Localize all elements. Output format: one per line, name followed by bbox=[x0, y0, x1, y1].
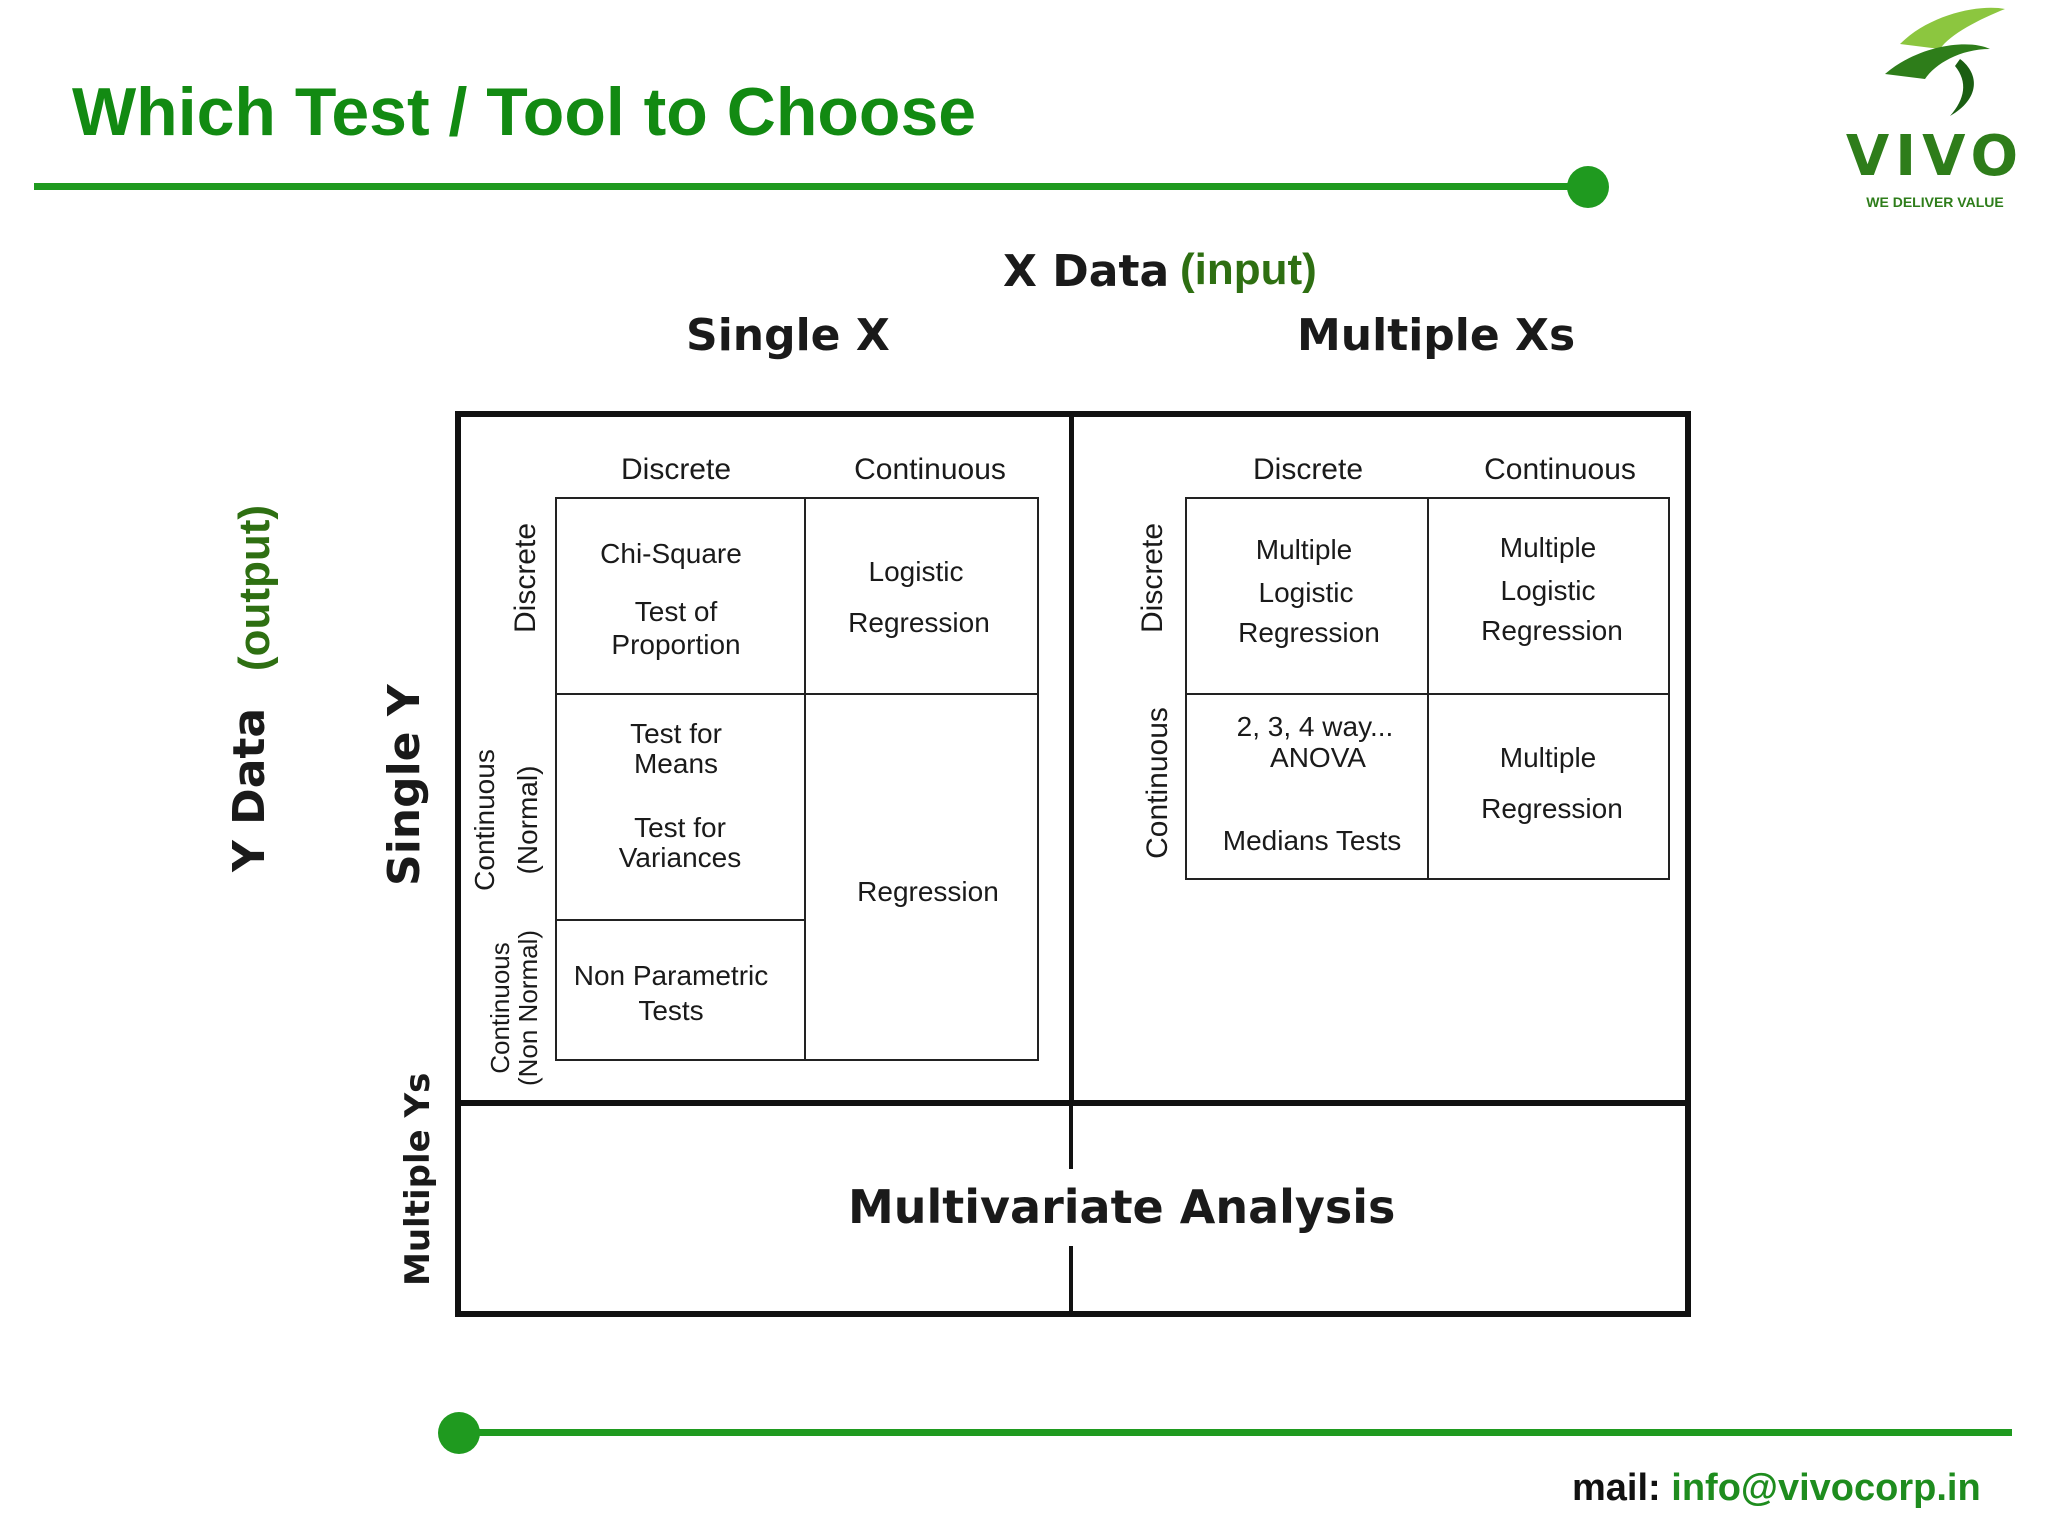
cell-tests: Tests bbox=[638, 995, 704, 1026]
cell-means: Means bbox=[633, 748, 719, 779]
cell-proportion: Proportion bbox=[611, 629, 741, 660]
multiple-x-row-line bbox=[1185, 693, 1670, 695]
multivariate-analysis-label: Multivariate Analysis bbox=[844, 1180, 1400, 1234]
footer-mail: mail: info@vivocorp.in bbox=[1572, 1467, 1981, 1510]
title-underline bbox=[34, 183, 1588, 190]
logo-tagline: WE DELIVER VALUE bbox=[1866, 194, 2004, 210]
x-data-sublabel: (input) bbox=[1180, 245, 1317, 294]
multiple-x-col-line bbox=[1427, 497, 1429, 880]
page-title: Which Test / Tool to Choose bbox=[72, 74, 977, 150]
cell-test-for-variances-1: Test for bbox=[634, 812, 726, 843]
single-x-row-line-2 bbox=[555, 919, 805, 921]
y-data-label: Y Data bbox=[224, 707, 275, 872]
cell-chi-square: Chi-Square bbox=[600, 538, 742, 569]
x-data-label: X Data bbox=[1003, 246, 1170, 297]
single-x-row-line-1 bbox=[555, 693, 1039, 695]
cell-mlr2-multiple: Multiple bbox=[1499, 532, 1597, 563]
cell-non-parametric: Non Parametric bbox=[573, 960, 769, 991]
single-x-inner-grid bbox=[555, 497, 1039, 1061]
multiple-ys-heading: Multiple Ys bbox=[398, 1072, 438, 1286]
single-x-col-continuous: Continuous bbox=[854, 453, 1006, 486]
single-x-row-cont-normal-2: (Normal) bbox=[512, 765, 543, 875]
cell-medians-tests: Medians Tests bbox=[1222, 825, 1402, 856]
multivariate-divider-bottom bbox=[1069, 1246, 1073, 1312]
cell-mlr1-multiple: Multiple bbox=[1255, 534, 1353, 565]
single-x-col-discrete: Discrete bbox=[620, 453, 732, 486]
cell-test-for-means-1: Test for bbox=[630, 718, 722, 749]
cell-mlr1-logistic: Logistic bbox=[1258, 577, 1354, 608]
cell-anova-ways: 2, 3, 4 way... bbox=[1236, 711, 1394, 742]
multiple-x-row-discrete: Discrete bbox=[1136, 522, 1169, 634]
single-y-heading: Single Y bbox=[379, 684, 430, 886]
multiple-x-col-continuous: Continuous bbox=[1484, 453, 1636, 486]
matrix-horizontal-divider bbox=[455, 1100, 1691, 1106]
logo-brand: VIVO bbox=[1845, 124, 2025, 189]
title-underline-dot bbox=[1567, 166, 1609, 208]
footer-mail-label: mail: bbox=[1572, 1467, 1661, 1509]
multiple-xs-heading: Multiple Xs bbox=[1297, 310, 1576, 361]
cell-test-of: Test of bbox=[634, 596, 718, 627]
single-x-row-discrete: Discrete bbox=[509, 522, 542, 634]
y-data-sublabel: (output) bbox=[230, 504, 279, 672]
multiple-x-col-discrete: Discrete bbox=[1252, 453, 1364, 486]
cell-mr-multiple: Multiple bbox=[1499, 742, 1597, 773]
multivariate-divider-top bbox=[1069, 1104, 1073, 1169]
single-x-heading: Single X bbox=[686, 310, 890, 361]
multiple-x-row-continuous: Continuous bbox=[1141, 707, 1174, 859]
logo-swirl-icon bbox=[1885, 7, 2005, 116]
single-x-col-line bbox=[804, 497, 806, 1061]
cell-mlr2-logistic: Logistic bbox=[1500, 575, 1596, 606]
footer-email-link[interactable]: info@vivocorp.in bbox=[1671, 1467, 1981, 1509]
single-x-row-cont-nonnormal-2: (Non Normal) bbox=[513, 929, 543, 1087]
footer-line bbox=[458, 1429, 2012, 1436]
cell-regression-2: Regression bbox=[857, 876, 999, 907]
cell-logistic: Logistic bbox=[868, 556, 964, 587]
cell-mr-regression: Regression bbox=[1481, 793, 1623, 824]
cell-mlr2-regression: Regression bbox=[1481, 615, 1623, 646]
matrix-vertical-divider bbox=[1069, 411, 1074, 1104]
cell-anova: ANOVA bbox=[1270, 742, 1366, 773]
vivo-logo: VIVO WE DELIVER VALUE bbox=[1830, 4, 2040, 214]
single-x-row-cont-normal-1: Continuous bbox=[469, 749, 500, 891]
cell-variances: Variances bbox=[618, 842, 742, 873]
cell-mlr1-regression: Regression bbox=[1238, 617, 1380, 648]
cell-regression-1: Regression bbox=[848, 607, 990, 638]
